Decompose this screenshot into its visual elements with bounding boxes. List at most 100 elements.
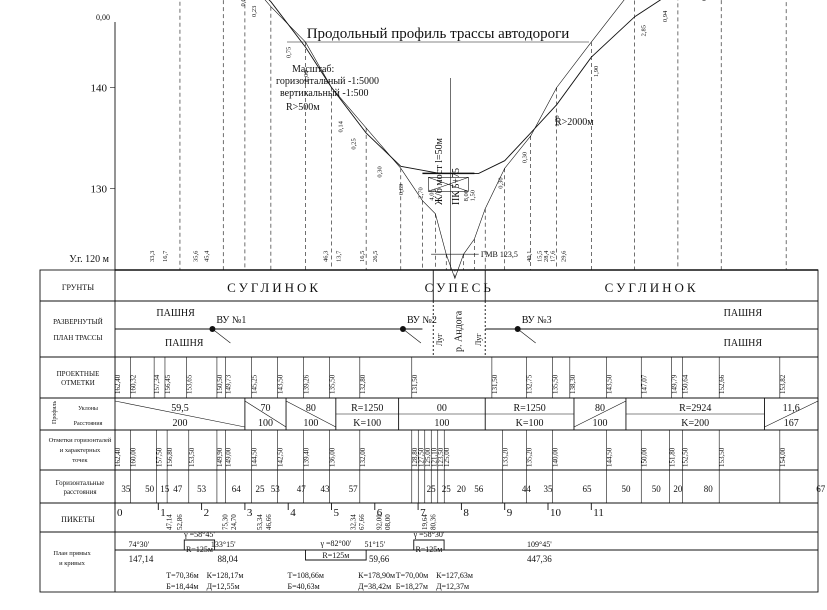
row-label-grade: Расстояния [74, 421, 103, 427]
offset-label: 13,7 [335, 250, 342, 262]
picket-offset: 19,64 [421, 514, 429, 530]
row-label-ground-marks: точек [72, 457, 88, 464]
grade-diagonal [573, 400, 627, 428]
offset-label: 45,4 [203, 250, 210, 262]
vertex-label: ВУ №1 [216, 315, 246, 326]
ground-elevation: 153,50 [718, 447, 726, 467]
row-label-distances: Горизонтальные [56, 479, 105, 487]
curve-angle: γ =58°30' [413, 530, 445, 539]
vertex-label: ВУ №3 [522, 315, 552, 326]
picket-number: 11 [593, 507, 604, 519]
horizontal-distance: 67 [816, 484, 826, 494]
meadow-label: Луг [474, 333, 483, 346]
ground-elevation: 149,00 [225, 447, 233, 467]
row-label-plan: ПЛАН ТРАССЫ [53, 334, 102, 342]
bridge-pk-label: ПК 5+75 [451, 168, 462, 205]
row-label-straights: и кривых [59, 560, 85, 567]
design-elevation: 139,26 [303, 374, 311, 394]
elevation-difference: 0,81 [701, 0, 708, 1]
design-elevation: 131,50 [491, 374, 499, 394]
curve-tangent: Т=70,00м [396, 571, 428, 580]
ground-elevation: 149,90 [216, 447, 224, 467]
soil-type: СУГЛИНОК [605, 280, 699, 295]
ground-elevation: 133,20 [502, 447, 510, 467]
elevation-difference: 2,70 [418, 187, 425, 198]
design-elevation: 145,25 [251, 374, 259, 394]
curve-radius: R=125м [415, 545, 442, 554]
elevation-difference: 0,30 [498, 177, 505, 188]
direction-angle: 74°30' [128, 540, 149, 549]
horizontal-distance: 25 [427, 484, 437, 494]
design-elevation: 162,40 [114, 374, 122, 394]
ground-elevation: 144,50 [606, 447, 614, 467]
ground-elevation: 152,50 [681, 447, 689, 467]
horizontal-distance: 50 [145, 484, 155, 494]
horizontal-distance: 43 [321, 484, 331, 494]
ground-elevation: 135,20 [526, 447, 534, 467]
elevation-difference: 8,00 [463, 190, 470, 201]
grade-length: K=200 [681, 418, 709, 429]
design-elevation: 156,45 [164, 374, 172, 394]
row-label-ground-marks: Отметки горизонталей [49, 437, 112, 444]
vertex-leader [517, 328, 536, 344]
bridge-label: Ж/б мост l=50м [434, 137, 445, 205]
ground-elevation: 144,50 [251, 447, 259, 467]
picket-number: 1 [160, 507, 166, 519]
horizontal-distance: 53 [271, 484, 281, 494]
horizontal-distance: 56 [474, 484, 484, 494]
horizontal-distance: 50 [652, 484, 662, 494]
curve-radius: R=125м [322, 551, 349, 560]
elevation-difference: 0,60 [240, 0, 247, 7]
picket-offset: 67,66 [358, 514, 366, 530]
horizontal-distance: 35 [544, 484, 554, 494]
curve-domer: Д=12,37м [436, 582, 469, 591]
horizontal-distance: 35 [121, 484, 131, 494]
picket-number: 10 [550, 507, 562, 519]
horizontal-distance: 53 [197, 484, 207, 494]
grade-diagonal [285, 400, 336, 428]
horizontal-distance: 47 [173, 484, 183, 494]
axis-label: 130 [91, 184, 108, 196]
grade-length: K=100 [353, 418, 381, 429]
picket-number: 8 [463, 507, 469, 519]
picket-offset: 24,70 [230, 514, 238, 530]
curve-bracket [305, 550, 367, 561]
grade-value: R=1250 [513, 403, 545, 414]
ground-elevation: 139,40 [303, 447, 311, 467]
horizontal-distance: 44 [522, 484, 532, 494]
bridge-span [428, 177, 469, 192]
elevation-difference: 0,23 [251, 6, 258, 17]
picket-offset: 52,86 [176, 514, 184, 530]
curve-bracket [413, 539, 445, 550]
design-elevation: 150,64 [681, 374, 689, 394]
vertex-leader [212, 328, 231, 344]
picket-number: 6 [377, 507, 383, 519]
direction-angle: 51°15' [364, 540, 385, 549]
grade-diagonal [244, 400, 287, 428]
ground-elevation: 121,10 [430, 447, 438, 467]
bridge-brace [428, 177, 469, 192]
horizontal-distance: 57 [349, 484, 359, 494]
ground-elevation: 132,00 [359, 447, 367, 467]
elevation-difference: 4,05 [428, 189, 435, 200]
elevation-difference: 0,75 [286, 47, 293, 58]
offset-label: 40,1 [526, 251, 533, 262]
picket-offset: 92,00 [375, 514, 383, 530]
offset-label: 46,3 [322, 251, 329, 262]
design-elevation: 143,50 [606, 374, 614, 394]
curve-bisector: Б=18,27м [396, 582, 428, 591]
horizontal-distance: 80 [704, 484, 714, 494]
field-label: ПАШНЯ [156, 308, 195, 319]
curve-radius: R=125м [186, 545, 213, 554]
row-label-straights: План прямых [53, 550, 91, 557]
picket-number: 7 [420, 507, 426, 519]
offset-label: 17,6 [550, 250, 557, 262]
offset-label: 29,6 [560, 250, 567, 262]
ground-elevation: 125,00 [424, 447, 432, 467]
grade-length: 100 [592, 418, 607, 429]
direction-angle: 133°15' [211, 540, 236, 549]
design-elevation: 160,32 [129, 374, 137, 394]
picket-number: 2 [204, 507, 210, 519]
